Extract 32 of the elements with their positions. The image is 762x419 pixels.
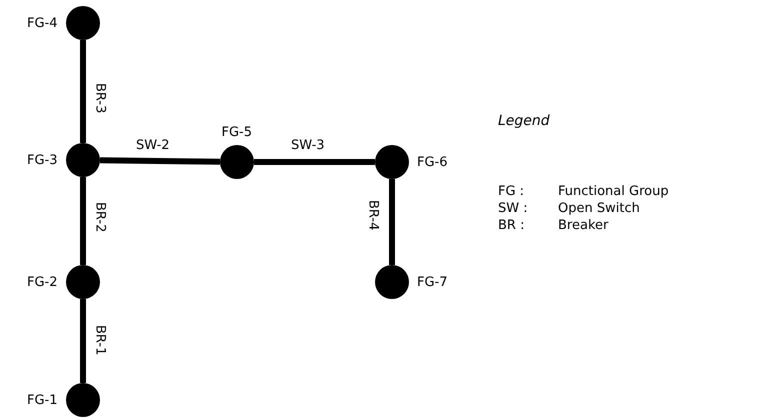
bus-node-circle: [375, 145, 409, 179]
node-label: FG-5: [222, 126, 252, 139]
edge-label: BR-3: [94, 83, 106, 114]
legend-text: Open Switch: [558, 202, 640, 215]
node-label: FG-6: [417, 156, 448, 168]
node-label: FG-3: [27, 154, 58, 166]
node-label: FG-7: [417, 276, 448, 288]
connector-line: [80, 299, 86, 383]
legend-text: Functional Group: [558, 185, 669, 198]
bus-node-circle: [66, 265, 100, 299]
connector-line: [100, 157, 220, 165]
connector-line: [254, 159, 375, 165]
bus-node-circle: [66, 6, 100, 40]
bus-node-circle: [66, 383, 100, 417]
legend-text: Breaker: [558, 219, 608, 232]
bus-node-circle: [220, 145, 254, 179]
edge-label: BR-2: [94, 202, 106, 232]
node-label: FG-1: [27, 394, 58, 406]
connector-line: [80, 177, 86, 265]
node-label: FG-2: [27, 276, 58, 288]
legend-key: FG :: [498, 185, 524, 198]
bus-node-circle: [375, 265, 409, 299]
bus-node-circle: [66, 143, 100, 177]
node-label: FG-4: [27, 16, 58, 30]
edge-label: SW-2: [136, 138, 170, 152]
legend-title: Legend: [498, 114, 550, 128]
legend-key: BR :: [498, 219, 524, 232]
legend-key: SW :: [498, 202, 528, 215]
edge-label: BR-1: [94, 325, 106, 356]
edge-label: BR-4: [366, 200, 380, 230]
edge-label: SW-3: [291, 138, 325, 152]
connector-line: [80, 40, 86, 143]
